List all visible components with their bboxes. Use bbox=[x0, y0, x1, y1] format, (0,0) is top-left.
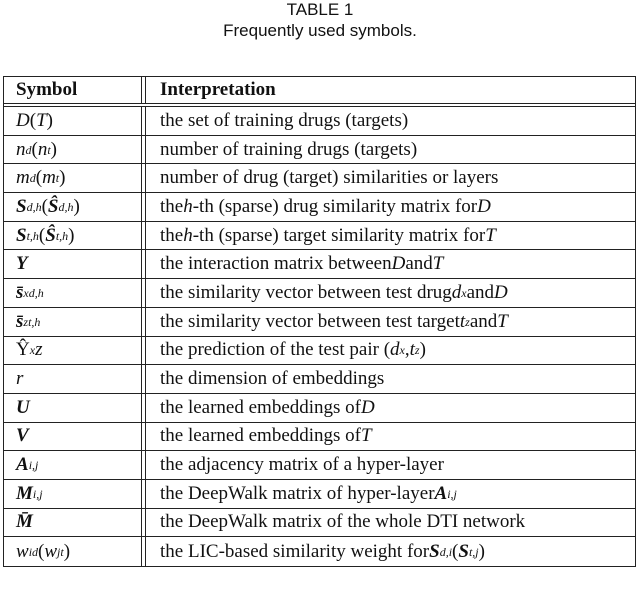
column-double-rule bbox=[141, 393, 146, 422]
column-double-rule bbox=[141, 221, 146, 250]
table-number: TABLE 1 bbox=[286, 0, 354, 19]
table-row: r the dimension of embeddings bbox=[4, 365, 635, 394]
column-double-rule bbox=[141, 250, 146, 279]
interpretation-cell: the adjacency matrix of a hyper-layer bbox=[160, 454, 444, 476]
symbol-cell: M̄ bbox=[16, 511, 33, 533]
symbol-cell: r bbox=[16, 368, 24, 390]
interpretation-cell: the similarity vector between test drug … bbox=[160, 281, 508, 303]
table-row: M̄ the DeepWalk matrix of the whole DTI n… bbox=[4, 508, 635, 538]
column-double-rule bbox=[141, 508, 146, 537]
interpretation-cell: the interaction matrix between D and T bbox=[160, 253, 444, 275]
interpretation-cell: the h-th (sparse) drug similarity matrix… bbox=[160, 195, 491, 217]
header-interpretation: Interpretation bbox=[160, 79, 276, 100]
interpretation-cell: number of training drugs (targets) bbox=[160, 138, 418, 160]
column-double-rule bbox=[141, 193, 146, 221]
symbol-cell: V bbox=[16, 425, 29, 447]
symbol-cell: U bbox=[16, 396, 30, 418]
interpretation-cell: the h-th (sparse) target similarity matr… bbox=[160, 224, 496, 246]
table-header-row: Symbol Interpretation bbox=[4, 77, 635, 107]
column-double-rule bbox=[141, 537, 146, 566]
header-symbol: Symbol bbox=[16, 79, 78, 100]
symbols-table: Symbol Interpretation D (T) the set of tr… bbox=[3, 76, 636, 567]
column-double-rule bbox=[141, 451, 146, 479]
interpretation-cell: the learned embeddings of T bbox=[160, 425, 372, 447]
column-double-rule bbox=[141, 135, 146, 164]
interpretation-cell: the learned embeddings of D bbox=[160, 396, 375, 418]
symbol-cell: Y bbox=[16, 253, 28, 275]
column-double-rule bbox=[141, 365, 146, 393]
column-double-rule bbox=[141, 307, 146, 336]
column-double-rule bbox=[141, 77, 146, 103]
interpretation-cell: the set of training drugs (targets) bbox=[160, 109, 409, 131]
column-double-rule bbox=[141, 479, 146, 508]
interpretation-cell: the similarity vector between test targe… bbox=[160, 310, 508, 332]
column-double-rule bbox=[141, 164, 146, 193]
interpretation-cell: the DeepWalk matrix of the whole DTI net… bbox=[160, 511, 526, 533]
table-title: Frequently used symbols. bbox=[223, 21, 417, 40]
table-row: D (T) the set of training drugs (targets) bbox=[4, 107, 635, 136]
column-double-rule bbox=[141, 336, 146, 365]
column-double-rule bbox=[141, 107, 146, 135]
column-double-rule bbox=[141, 279, 146, 307]
column-double-rule bbox=[141, 422, 146, 451]
symbol-cell: D (T) bbox=[16, 109, 53, 131]
interpretation-cell: the dimension of embeddings bbox=[160, 368, 385, 390]
interpretation-cell: number of drug (target) similarities or … bbox=[160, 167, 499, 189]
